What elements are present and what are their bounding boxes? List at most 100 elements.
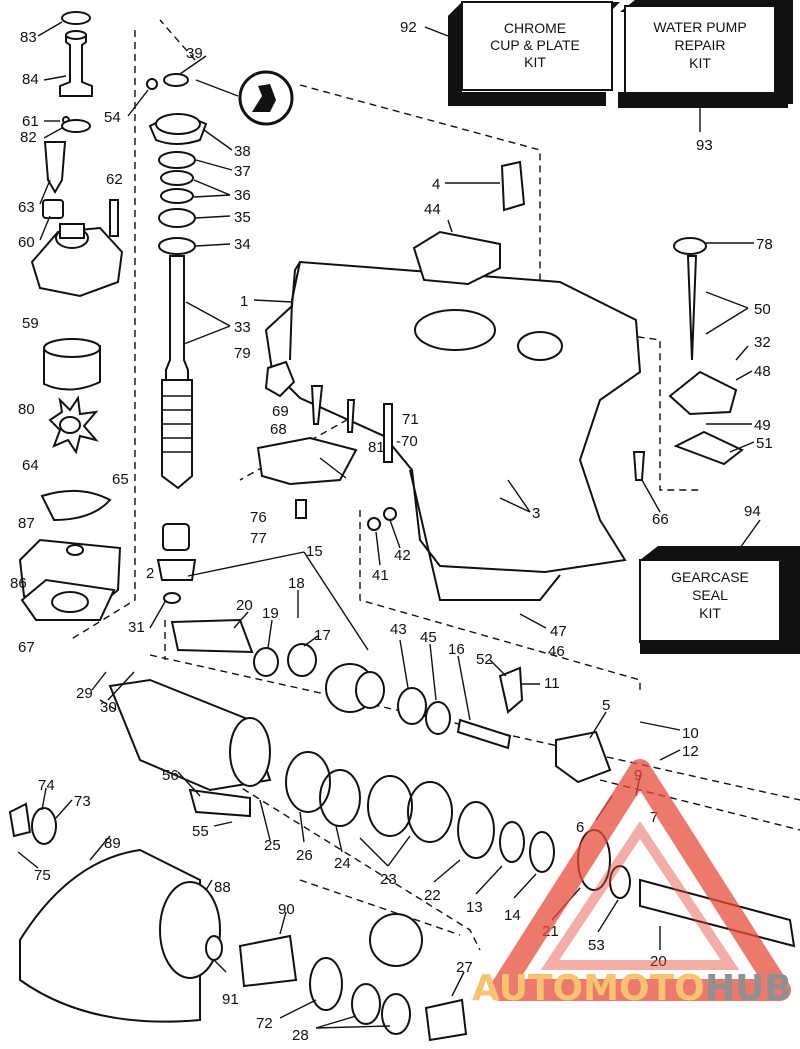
- part-label-66: 66: [652, 511, 669, 528]
- part-label-4: 4: [432, 176, 440, 193]
- part-label-26: 26: [296, 847, 313, 864]
- part-label-10: 10: [682, 725, 699, 742]
- part-label-38: 38: [234, 143, 251, 160]
- part-label-93: 93: [696, 137, 713, 154]
- part-label-76: 76: [250, 509, 267, 526]
- part-label-83: 83: [20, 29, 37, 46]
- part-label-91: 91: [222, 991, 239, 1008]
- kit-pump-line-3: KIT: [689, 55, 711, 71]
- part-label-60: 60: [18, 234, 35, 251]
- part-label-3: 3: [532, 505, 540, 522]
- chrome-cup-plate-kit-box: CHROME CUP & PLATE KIT: [448, 1, 620, 106]
- part-label-47: 47: [550, 623, 567, 640]
- propeller-shaft-parts: [170, 618, 796, 948]
- part-label-53: 53: [588, 937, 605, 954]
- part-label-87: 87: [18, 515, 35, 532]
- part-label-28: 28: [292, 1027, 309, 1044]
- part-label-18: 18: [288, 575, 305, 592]
- part-label-49: 49: [754, 417, 771, 434]
- part-label-17: 17: [314, 627, 331, 644]
- part-label-84: 84: [22, 71, 39, 88]
- shift-and-mount-parts: [256, 237, 744, 531]
- kit-chrome-line-1: CHROME: [504, 20, 566, 36]
- part-label-90: 90: [278, 901, 295, 918]
- part-label-16: 16: [448, 641, 465, 658]
- part-label-77: 77: [250, 530, 267, 547]
- part-number-labels: 83 84 61 82 63 60 62 59 80 64 65 87 86 6…: [10, 19, 773, 1044]
- part-label-82: 82: [20, 129, 37, 146]
- part-label-5: 5: [602, 697, 610, 714]
- kit-pump-line-1: WATER PUMP: [653, 19, 746, 35]
- leader-lines: [17, 21, 761, 1029]
- watermark-text-hub: HUB: [705, 968, 792, 1009]
- part-label-61: 61: [22, 113, 39, 130]
- part-label-1: 1: [240, 293, 248, 310]
- part-label-35: 35: [234, 209, 251, 226]
- driveshaft-parts: [146, 73, 208, 604]
- part-label-30: 30: [100, 699, 117, 716]
- water-pump-repair-kit-box: WATER PUMP REPAIR KIT: [618, 0, 793, 108]
- part-label-71: 71: [402, 411, 419, 428]
- part-label-2: 2: [146, 565, 154, 582]
- kit-seal-line-3: KIT: [699, 605, 721, 621]
- part-label-63: 63: [18, 199, 35, 216]
- part-label-12: 12: [682, 743, 699, 760]
- part-label-81: 81: [368, 439, 385, 456]
- kit-chrome-line-3: KIT: [524, 54, 546, 70]
- part-label-32: 32: [754, 334, 771, 351]
- part-label-73: 73: [74, 793, 91, 810]
- part-label-13: 13: [466, 899, 483, 916]
- part-label-22: 22: [424, 887, 441, 904]
- part-label-92: 92: [400, 19, 417, 36]
- part-label-54: 54: [104, 109, 121, 126]
- part-label-33: 33: [234, 319, 251, 336]
- part-label-59: 59: [22, 315, 39, 332]
- part-label-94: 94: [744, 503, 761, 520]
- part-label-45: 45: [420, 629, 437, 646]
- propeller-parts: [8, 678, 468, 1042]
- part-label-7: 7: [650, 809, 658, 826]
- part-label-50: 50: [754, 301, 771, 318]
- part-label-42: 42: [394, 547, 411, 564]
- lubricant-callout-icon: [195, 70, 294, 126]
- part-label-31: 31: [128, 619, 145, 636]
- part-label-88: 88: [214, 879, 231, 896]
- part-label-80: 80: [18, 401, 35, 418]
- part-label-55: 55: [192, 823, 209, 840]
- part-label-70: -70: [396, 433, 418, 450]
- part-label-44: 44: [424, 201, 441, 218]
- part-label-56: 56: [162, 767, 179, 784]
- part-label-89: 89: [104, 835, 121, 852]
- part-label-74: 74: [38, 777, 55, 794]
- kit-seal-line-2: SEAL: [692, 587, 728, 603]
- part-label-41: 41: [372, 567, 389, 584]
- kit-seal-line-1: GEARCASE: [671, 569, 749, 585]
- part-label-72: 72: [256, 1015, 273, 1032]
- part-label-20b: 20: [650, 953, 667, 970]
- part-label-65: 65: [112, 471, 129, 488]
- part-label-29: 29: [76, 685, 93, 702]
- part-label-64: 64: [22, 457, 39, 474]
- gearcase-housing: [264, 160, 642, 601]
- part-label-86: 86: [10, 575, 27, 592]
- part-label-69: 69: [272, 403, 289, 420]
- gearcase-seal-kit-box: GEARCASE SEAL KIT: [639, 546, 800, 654]
- kit-chrome-line-2: CUP & PLATE: [490, 37, 580, 53]
- part-label-6: 6: [576, 819, 584, 836]
- part-label-20a: 20: [236, 597, 253, 614]
- part-label-15: 15: [306, 543, 323, 560]
- water-pump-parts: [18, 11, 124, 621]
- watermark-text-auto: AUTOMOTO: [472, 968, 705, 1009]
- part-label-68: 68: [270, 421, 287, 438]
- part-label-48: 48: [754, 363, 771, 380]
- part-label-25: 25: [264, 837, 281, 854]
- part-label-79: 79: [234, 345, 251, 362]
- part-label-67: 67: [18, 639, 35, 656]
- part-label-39: 39: [186, 45, 203, 62]
- part-label-62: 62: [106, 171, 123, 188]
- part-label-51: 51: [756, 435, 773, 452]
- part-label-11: 11: [544, 675, 560, 692]
- part-label-37: 37: [234, 163, 251, 180]
- kit-pump-line-2: REPAIR: [674, 37, 725, 53]
